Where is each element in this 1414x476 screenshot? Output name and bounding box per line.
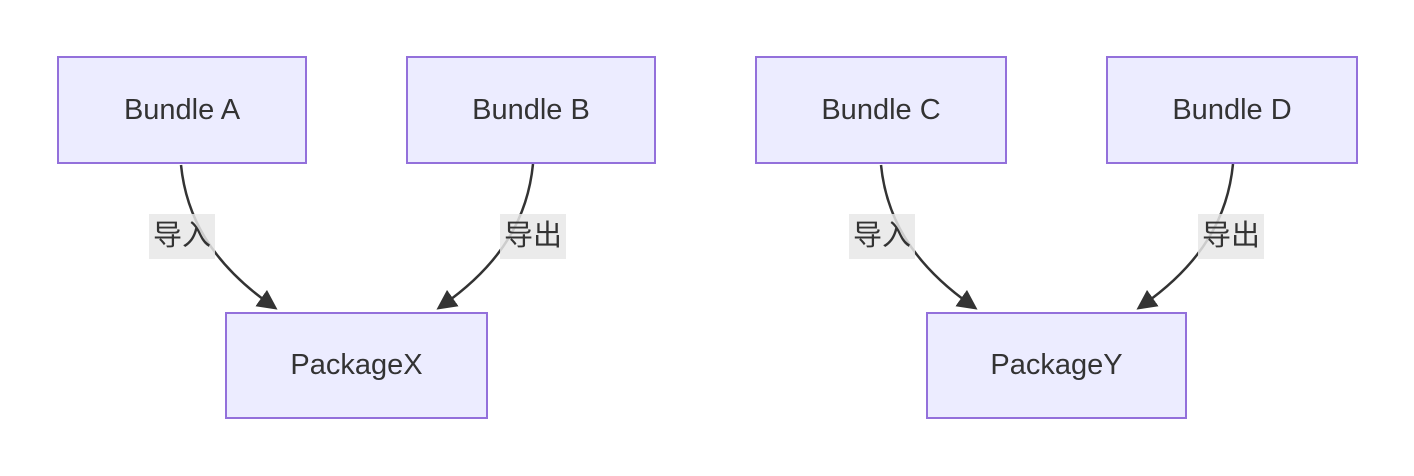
node-bundle-b-label: Bundle B <box>472 93 590 126</box>
node-bundle-d-label: Bundle D <box>1172 93 1292 126</box>
node-bundle-a: Bundle A <box>57 56 307 164</box>
edge-label-import-x: 导入 <box>149 214 216 259</box>
node-bundle-c: Bundle C <box>755 56 1007 164</box>
edge-label-import-y: 导入 <box>849 214 916 259</box>
node-bundle-b: Bundle B <box>406 56 656 164</box>
node-bundle-c-label: Bundle C <box>821 93 941 126</box>
node-package-y-label: PackageY <box>990 349 1123 381</box>
edge-label-export-y: 导出 <box>1198 214 1265 259</box>
node-package-x-label: PackageX <box>290 349 423 381</box>
node-package-x: PackageX <box>225 312 488 419</box>
node-package-y: PackageY <box>926 312 1187 419</box>
node-bundle-a-label: Bundle A <box>123 93 241 126</box>
node-bundle-d: Bundle D <box>1106 56 1358 164</box>
edge-label-export-x: 导出 <box>500 214 567 259</box>
